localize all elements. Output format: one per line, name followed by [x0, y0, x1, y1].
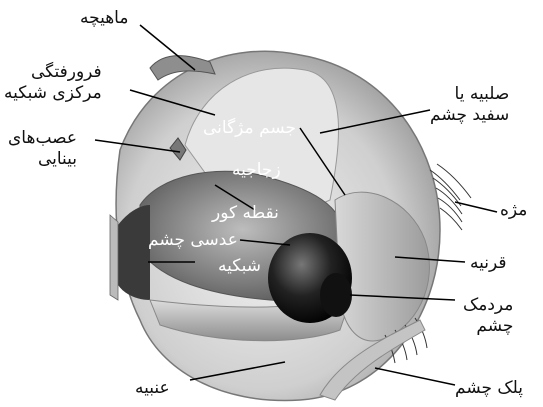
label-fovea: فرورفتگی مرکزی شبکیه [4, 62, 102, 104]
pupil-shape [320, 273, 352, 317]
label-optic-nerves: عصب‌های بینایی [8, 128, 77, 170]
leader-eyelash [455, 202, 497, 212]
label-ciliary-body: جسم مژگانی [203, 118, 296, 139]
label-eyelash: مژه [500, 200, 527, 221]
label-cornea: قرنیه [470, 253, 506, 274]
label-blind-spot: نقطه کور [212, 203, 279, 224]
leader-eyelid [375, 368, 455, 385]
label-pupil: مردمک چشم [463, 295, 513, 337]
label-eyelid: پلک چشم [455, 378, 523, 399]
label-muscle: ماهیچه [80, 8, 128, 29]
label-sclera: صلبیه یا سفید چشم [430, 84, 509, 126]
label-choroid: عنبیه [135, 378, 170, 399]
choroid-layer [110, 215, 118, 300]
label-lens: عدسی چشم [148, 230, 238, 251]
label-retina: شبکیه [218, 256, 261, 277]
label-vitreous: زجاجیه [232, 160, 281, 181]
